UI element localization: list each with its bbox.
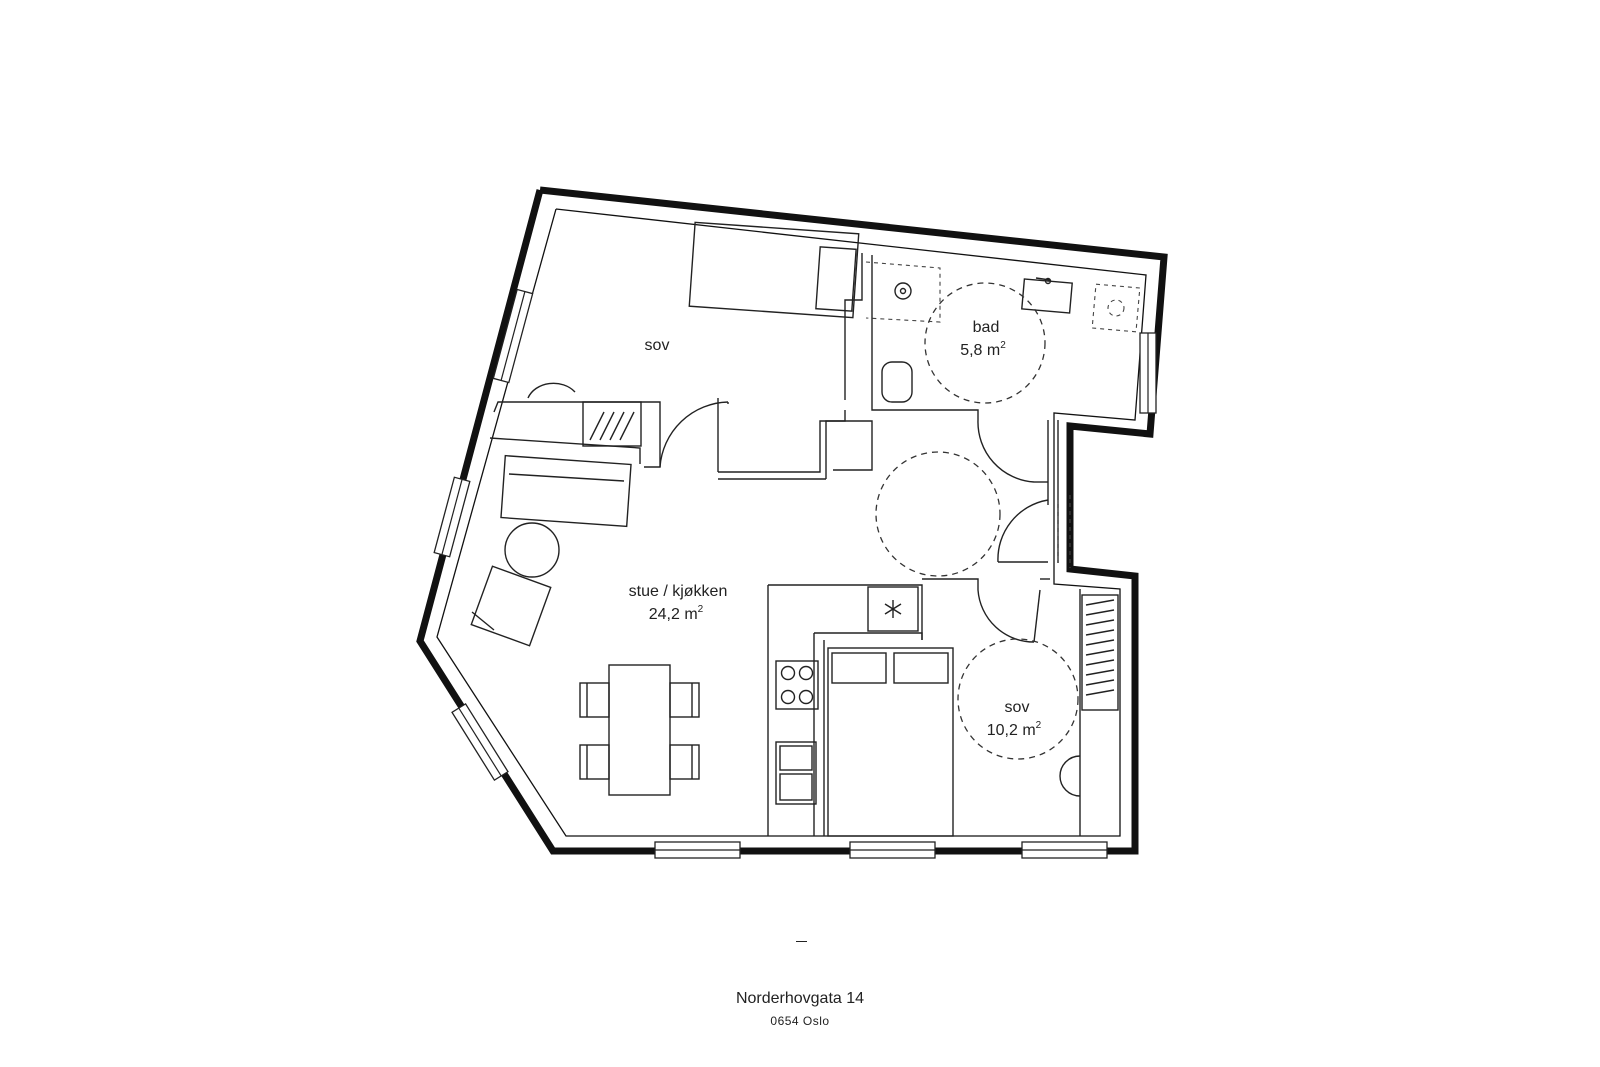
cooktop xyxy=(775,660,819,710)
label-bedroom-large: sov xyxy=(645,337,670,354)
bedroom-round-table xyxy=(527,382,576,399)
area-bathroom-sup: 2 xyxy=(1000,340,1006,351)
wall-bedroom-lower xyxy=(493,401,661,468)
wardrobe-hangers xyxy=(1085,599,1115,696)
shower-drain-outer xyxy=(894,282,912,300)
wall-bedroom-lower-inner xyxy=(489,437,641,464)
burner-2 xyxy=(798,665,814,681)
label-living-kitchen: stue / kjøkken xyxy=(629,583,728,600)
footer-divider xyxy=(796,941,807,942)
bath-sink xyxy=(1021,278,1073,314)
sofa xyxy=(500,454,632,528)
door-entry-swing xyxy=(997,499,1049,563)
bedroom-turning-circle xyxy=(957,638,1079,760)
wall-hall-column xyxy=(825,420,873,479)
wall-bedroom-bath-2 xyxy=(871,255,979,420)
burner-3 xyxy=(780,689,796,705)
area-living-kitchen-sup: 2 xyxy=(698,604,704,615)
window-upper-left-pane xyxy=(500,291,526,381)
room-labels: sov bad 5,8 m2 stue / kjøkken 24,2 m2 so… xyxy=(629,319,1042,739)
bathroom-fixtures xyxy=(865,261,1141,404)
fridge-star-3 xyxy=(884,603,902,615)
sofa-back xyxy=(508,473,625,482)
fridge xyxy=(867,586,919,632)
exterior-wall-outline xyxy=(416,186,1168,855)
area-bathroom: 5,8 m2 xyxy=(960,340,1006,359)
door-small-bed-leaf xyxy=(1033,589,1041,643)
stair-tread-4 xyxy=(619,411,635,441)
shower-area-left xyxy=(865,261,941,323)
exterior-walls xyxy=(416,186,1168,855)
double-bed-pillow-2 xyxy=(893,652,949,684)
bed-large xyxy=(688,221,860,319)
area-living-kitchen-value: 24,2 m xyxy=(649,606,698,623)
double-bed-pillow-1 xyxy=(831,652,887,684)
toilet-tank xyxy=(881,361,913,403)
wall-bedroom-bath xyxy=(844,253,863,400)
kitchen xyxy=(775,586,919,805)
dining-table xyxy=(608,664,671,796)
stair-box xyxy=(582,401,642,447)
kitchen-sink-bowl-1 xyxy=(779,745,813,771)
label-bedroom-small: sov xyxy=(1005,699,1030,716)
door-bath-swing xyxy=(977,419,1035,483)
label-bathroom: bad xyxy=(973,319,1000,336)
hall-turning-circle xyxy=(875,451,1001,577)
area-living-kitchen: 24,2 m2 xyxy=(649,604,704,623)
bath-turning-circle xyxy=(924,282,1046,404)
stair-tread-1 xyxy=(589,411,605,441)
stair-tread-2 xyxy=(599,411,615,441)
bath-sink-tap xyxy=(1035,277,1051,281)
shower-drain-inner xyxy=(899,287,907,295)
bedroom-small-furniture xyxy=(827,594,1119,837)
living-furniture xyxy=(470,454,700,796)
area-bathroom-value: 5,8 m xyxy=(960,342,1000,359)
stair-tread-3 xyxy=(609,411,625,441)
area-bedroom-small-sup: 2 xyxy=(1036,720,1042,731)
dining-chair-2 xyxy=(579,744,610,780)
washer-space xyxy=(1091,283,1141,333)
bath-sink-tap-knob xyxy=(1044,277,1052,285)
hall xyxy=(875,451,1071,577)
wardrobe xyxy=(1081,594,1119,711)
window-lower-angled-pane xyxy=(458,707,502,777)
bedroom-large-furniture xyxy=(527,221,860,447)
door-bedroom-swing xyxy=(659,401,729,468)
wall-small-bed-top xyxy=(922,578,979,590)
address-city: 0654 Oslo xyxy=(770,1014,830,1028)
dining-chair-1 xyxy=(579,682,610,718)
area-bedroom-small-value: 10,2 m xyxy=(987,722,1036,739)
wall-kitchen-top xyxy=(768,584,923,640)
armchair-back xyxy=(471,611,495,631)
doors xyxy=(659,401,1049,643)
dining-chair-4 xyxy=(669,744,700,780)
window-mid-left-pane xyxy=(441,479,463,555)
windows xyxy=(433,288,1157,859)
kitchen-sink xyxy=(775,741,817,805)
round-coffee-table xyxy=(504,522,560,578)
wall-hall-upper xyxy=(718,410,846,473)
kitchen-sink-bowl-2 xyxy=(779,773,813,801)
interior-walls xyxy=(489,253,1081,836)
armchair xyxy=(470,565,552,647)
address-street: Norderhovgata 14 xyxy=(735,990,865,1007)
double-bed xyxy=(827,647,954,837)
burner-1 xyxy=(780,665,796,681)
bedside-round-table xyxy=(1059,755,1081,797)
dining-chair-3 xyxy=(669,682,700,718)
wall-kitchen-inner xyxy=(814,632,923,640)
door-small-bed-swing xyxy=(977,589,1035,643)
washer-drum xyxy=(1107,299,1125,317)
bed-large-pillow xyxy=(815,246,857,312)
area-bedroom-small: 10,2 m2 xyxy=(987,720,1042,739)
burner-4 xyxy=(798,689,814,705)
